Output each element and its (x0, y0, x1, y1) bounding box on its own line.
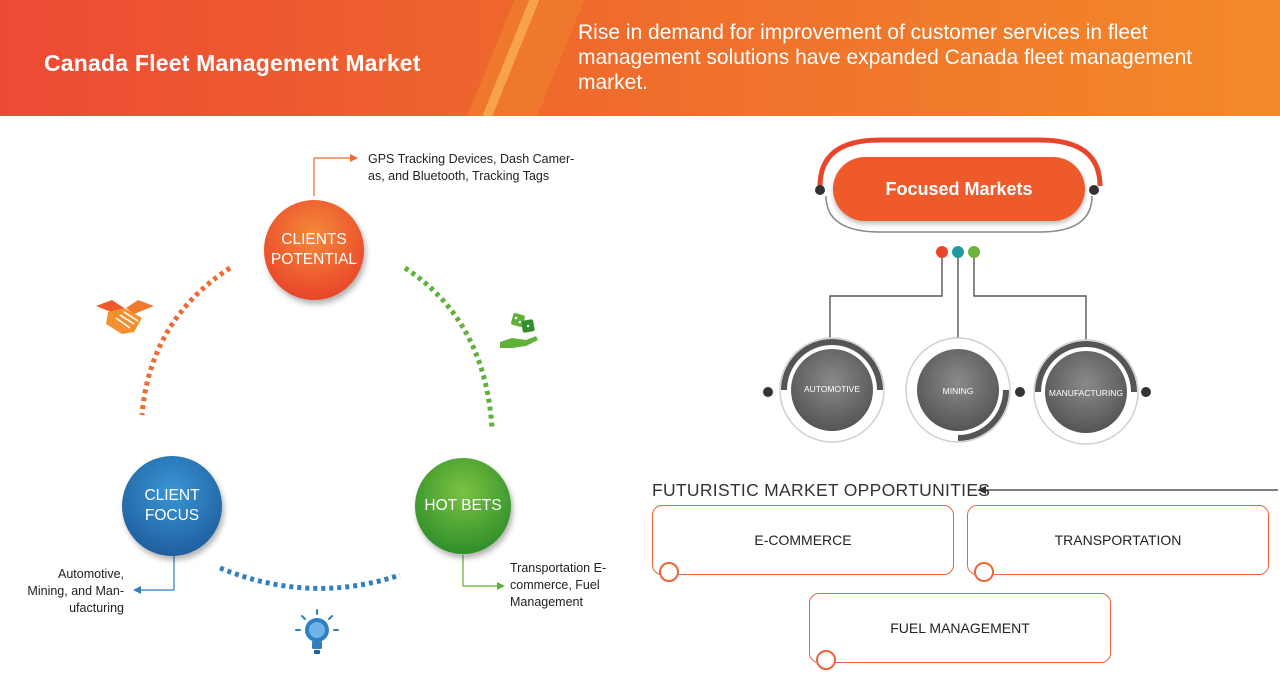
opportunity-dot (974, 562, 994, 582)
arc-orange (139, 265, 232, 416)
connector-dot-red (936, 246, 948, 258)
focus-frame-dot-left (815, 185, 825, 195)
handshake-icon (96, 300, 154, 334)
focus-frame-top (817, 137, 1103, 187)
dice-hand-icon (500, 313, 538, 348)
segment-manufacturing-graphic (1033, 339, 1151, 445)
opportunity-dot (659, 562, 679, 582)
segment-mining-graphic (905, 337, 1025, 443)
segment-mining-label: MINING (942, 386, 974, 396)
connector-clients (313, 157, 352, 196)
hot-bets-circle (415, 458, 511, 554)
client-focus-label: CLIENT FOCUS (144, 487, 200, 524)
opportunity-label: FUEL MANAGEMENT (890, 620, 1030, 636)
header-banner: Canada Fleet Management Market Rise in d… (0, 0, 1280, 116)
connector-dot-teal (952, 246, 964, 258)
opportunity-card: TRANSPORTATION (967, 505, 1269, 582)
clients-potential-circle (264, 200, 364, 300)
clients-potential-note: GPS Tracking Devices, Dash Camer- as, an… (368, 152, 575, 183)
clients-potential-label: CLIENTS POTENTIAL (270, 231, 358, 268)
arrow-clients (350, 154, 358, 162)
hot-bets-note: Transportation E-commerce, Fuel Manageme… (510, 561, 607, 609)
hot-bets-label: HOT BETS (424, 497, 502, 514)
opportunity-label: TRANSPORTATION (1054, 532, 1182, 548)
opportunities-arrow-head (977, 486, 986, 494)
connector-client-focus (140, 555, 175, 591)
focused-markets-diagram (763, 137, 1278, 494)
opportunity-card: FUEL MANAGEMENT (809, 593, 1111, 670)
page-title: Canada Fleet Management Market (44, 50, 421, 76)
connector-dot-green (968, 246, 980, 258)
connector-automotive (829, 258, 943, 342)
focus-frame-bottom (825, 195, 1093, 233)
segment-manufacturing-label: MANUFACTURING (1048, 388, 1124, 398)
opportunity-label: E-COMMERCE (754, 532, 852, 548)
connector-hot-bets (462, 555, 498, 587)
focused-markets-title: Focused Markets (833, 157, 1085, 221)
focus-frame-dot-right (1089, 185, 1099, 195)
arrow-client-focus (133, 586, 141, 594)
opportunity-dot (816, 650, 836, 670)
opportunity-card: E-COMMERCE (652, 505, 954, 582)
connector-manufacturing (973, 258, 1087, 342)
client-focus-circle (122, 456, 222, 556)
client-focus-note: Automotive, Mining, and Man- ufacturing (27, 567, 124, 615)
opportunities-heading: FUTURISTIC MARKET OPPORTUNITIES (652, 480, 991, 500)
segment-automotive-graphic (763, 337, 885, 443)
arc-blue (219, 565, 401, 591)
arc-green (403, 265, 495, 429)
segment-automotive-label: AUTOMOTIVE (803, 384, 861, 394)
cycle-diagram (122, 154, 511, 594)
lightbulb-icon (295, 609, 339, 654)
arrow-hot-bets (497, 582, 505, 590)
page-subtitle: Rise in demand for improvement of custom… (578, 21, 1193, 94)
